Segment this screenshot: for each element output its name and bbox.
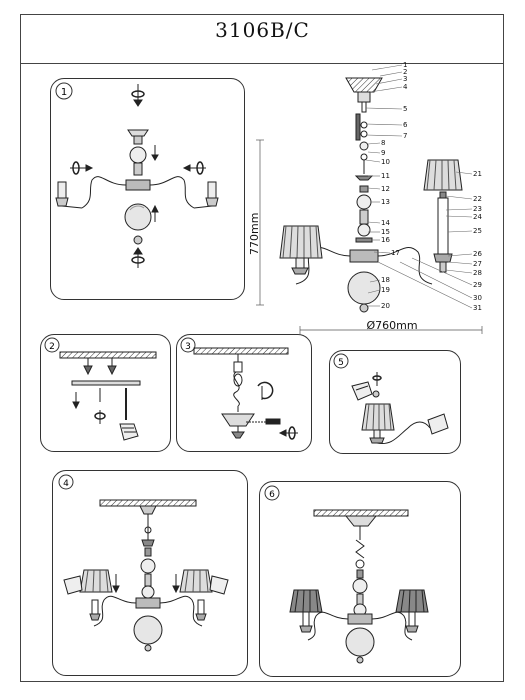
- part-27: 27: [473, 260, 482, 268]
- step-5-panel: [329, 350, 461, 454]
- step-4-panel: [52, 470, 248, 676]
- part-17: 17: [391, 249, 400, 257]
- height-dimension-line: [256, 139, 264, 306]
- step-6-number: 6: [264, 485, 280, 501]
- step-4-shades-fitted: [63, 499, 229, 652]
- rotate-arrow-icon: [131, 247, 145, 268]
- part-16: 16: [381, 236, 390, 244]
- step-3-label: 3: [185, 342, 191, 352]
- part-10: 10: [381, 158, 390, 166]
- part-31: 31: [473, 304, 482, 312]
- step-3-panel: [176, 334, 312, 452]
- hand-icon: [209, 575, 229, 595]
- part-20: 20: [381, 302, 390, 310]
- model-number: 3106B/C: [215, 18, 310, 42]
- part-18: 18: [381, 276, 390, 284]
- part-7: 7: [403, 132, 407, 140]
- step-2-label: 2: [49, 342, 55, 352]
- step-5-label: 5: [338, 358, 344, 368]
- part-15: 15: [381, 228, 390, 236]
- step-6-panel: [259, 481, 461, 677]
- rotate-arrow-icon: [131, 84, 145, 107]
- overview-chandelier-drawing: [256, 64, 483, 334]
- hand-icon: [63, 575, 83, 595]
- part-4: 4: [403, 83, 408, 91]
- part-1: 1: [403, 61, 407, 69]
- part-5: 5: [403, 105, 407, 113]
- header-divider: [20, 63, 504, 64]
- step-5-shade-install: [351, 372, 449, 445]
- rotate-arrow-icon: [372, 372, 382, 386]
- step-4-label: 4: [63, 479, 69, 489]
- rotate-arrow-icon: [70, 161, 94, 175]
- part-22: 22: [473, 195, 482, 203]
- hand-screwdriver-icon: [119, 423, 139, 441]
- step-1-label: 1: [61, 87, 67, 98]
- part-9: 9: [381, 149, 385, 157]
- step-1-exploded-frame: [55, 84, 219, 268]
- part-23: 23: [473, 205, 482, 213]
- page-frame: [20, 14, 504, 682]
- part-25: 25: [473, 227, 482, 235]
- part-28: 28: [473, 269, 482, 277]
- part-11: 11: [381, 172, 390, 180]
- step-2-number: 2: [44, 337, 60, 353]
- rotate-arrow-icon: [182, 161, 206, 175]
- part-26: 26: [473, 250, 482, 258]
- screwdriver-icon: [265, 418, 281, 425]
- diameter-dimension: Ø760mm: [366, 319, 417, 332]
- step-3-number: 3: [180, 337, 196, 353]
- part-2: 2: [403, 68, 407, 76]
- part-19: 19: [381, 286, 390, 294]
- part-14: 14: [381, 219, 390, 227]
- part-number-labels: 1 2 3 4 5 6 7 8 9 10 11 12 13 14 15 16 1…: [381, 61, 482, 312]
- part-3: 3: [403, 75, 407, 83]
- rotate-arrow-icon: [257, 381, 274, 400]
- part-12: 12: [381, 185, 390, 193]
- part-29: 29: [473, 281, 482, 289]
- hand-icon: [351, 381, 373, 401]
- step-5-number: 5: [333, 353, 349, 369]
- part-30: 30: [473, 294, 482, 302]
- part-24: 24: [473, 213, 482, 221]
- part-6: 6: [403, 121, 408, 129]
- step-2-ceiling-mount: [59, 351, 157, 441]
- step-2-panel: [40, 334, 171, 452]
- rotate-arrow-icon: [278, 426, 298, 440]
- step-4-number: 4: [58, 474, 74, 490]
- part-13: 13: [381, 198, 390, 206]
- diameter-dimension-line: [299, 326, 483, 334]
- step-1-panel: [50, 78, 245, 300]
- part-8: 8: [381, 139, 385, 147]
- part-21: 21: [473, 170, 482, 178]
- step-6-label: 6: [269, 490, 275, 500]
- step-6-completed-fixture: [289, 509, 429, 664]
- step-1-number: 1: [55, 82, 73, 100]
- rotate-arrow-icon: [94, 410, 106, 424]
- step-3-chain-wiring: [193, 347, 298, 440]
- height-dimension: 770mm: [248, 213, 261, 255]
